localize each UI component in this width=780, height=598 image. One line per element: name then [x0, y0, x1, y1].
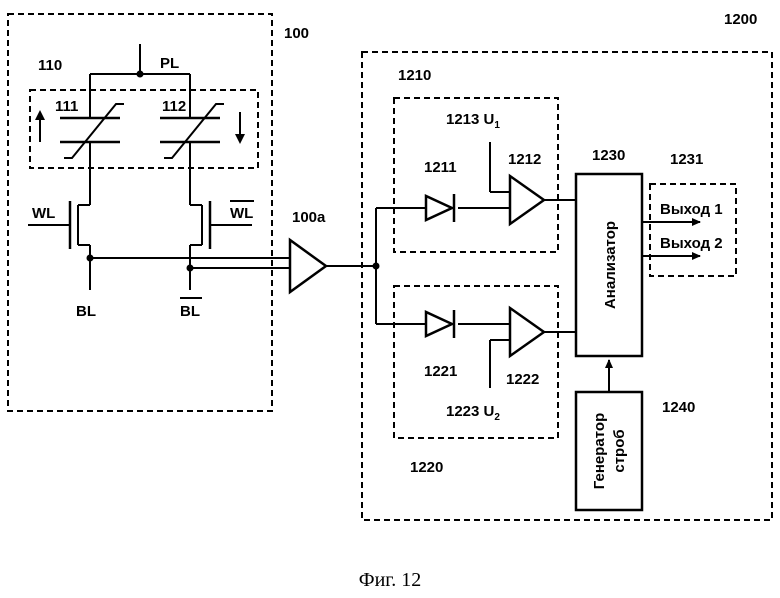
- lower-channel-wiring: [376, 324, 576, 388]
- pl-label: PL: [160, 55, 179, 72]
- comparator-1212-icon: [510, 176, 544, 224]
- bit-lines: [87, 255, 291, 291]
- ref-1213-label: 1213 U1: [446, 111, 500, 131]
- amp-100a-label: 100a: [292, 209, 326, 226]
- ferroelectric-capacitor-112-icon: [160, 104, 224, 205]
- output-2-label: Выход 2: [660, 235, 723, 252]
- block-100-label: 100: [284, 25, 309, 42]
- comp-1222-label: 1222: [506, 371, 539, 388]
- analyzer-ref-label: 1230: [592, 147, 625, 164]
- strobe-generator-line2: строб: [611, 429, 628, 472]
- polarization-down-arrow-icon: [235, 112, 245, 144]
- output-block-border: [650, 184, 736, 276]
- block-1200-label: 1200: [724, 11, 757, 28]
- ferroelectric-capacitor-111-icon: [60, 104, 124, 205]
- cap-111-label: 111: [55, 98, 78, 115]
- bl-bar-label: BL: [180, 303, 200, 320]
- comparator-1222-icon: [510, 308, 544, 356]
- bl-label: BL: [76, 303, 96, 320]
- ref-1223-label: 1223 U2: [446, 403, 500, 423]
- upper-channel-wiring: [376, 142, 576, 208]
- output-1-label: Выход 1: [660, 201, 723, 218]
- block-110-label: 110: [38, 57, 62, 74]
- cap-112-label: 112: [162, 98, 186, 115]
- wl-label: WL: [32, 205, 55, 222]
- strobe-generator-line1: Генератор: [591, 413, 608, 489]
- block-1210-label: 1210: [398, 67, 431, 84]
- strobe-generator-box: [576, 392, 642, 510]
- amplifier-100a-icon: [290, 240, 326, 292]
- wl-bar-label: WL: [230, 205, 253, 222]
- diode-1221-label: 1221: [424, 363, 457, 380]
- strobe-generator-ref-label: 1240: [662, 399, 695, 416]
- diode-1211-label: 1211: [424, 159, 457, 176]
- diode-1211-icon: [426, 194, 454, 222]
- figure-caption: Фиг. 12: [359, 569, 421, 591]
- block-1200-border: [362, 52, 772, 520]
- analyzer-label: Анализатор: [602, 221, 619, 309]
- comp-1212-label: 1212: [508, 151, 541, 168]
- block-1220-label: 1220: [410, 459, 443, 476]
- polarization-up-arrow-icon: [35, 110, 45, 142]
- diode-1221-icon: [426, 310, 454, 338]
- output-ref-label: 1231: [670, 151, 703, 168]
